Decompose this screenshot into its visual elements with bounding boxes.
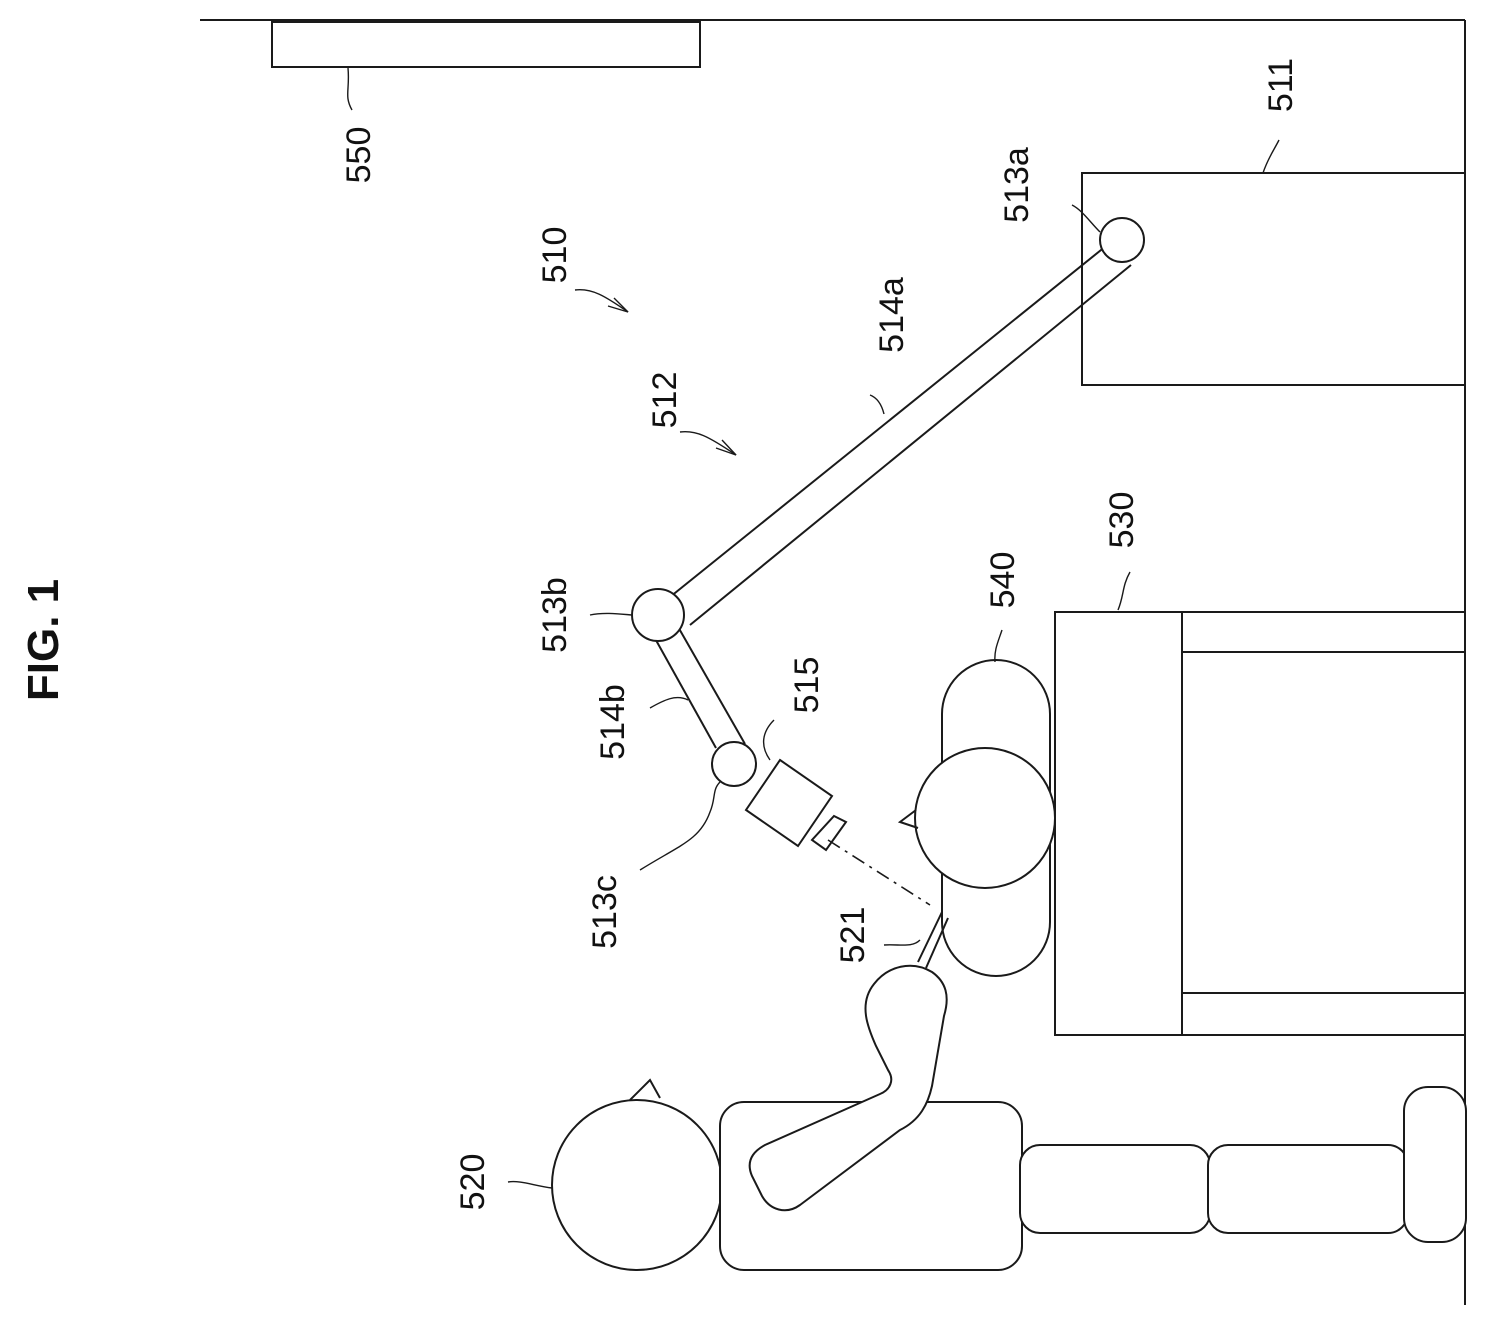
leader-540 — [995, 630, 1002, 662]
robot-base-511 — [1082, 173, 1465, 385]
optical-axis — [828, 840, 930, 905]
label-512: 512 — [646, 372, 684, 429]
label-521: 521 — [834, 907, 872, 964]
camera-515 — [746, 760, 846, 850]
label-514a: 514a — [873, 277, 911, 353]
patient-540 — [900, 660, 1055, 976]
label-513b: 513b — [536, 577, 574, 653]
operating-table-530 — [1055, 612, 1465, 1035]
label-513a: 513a — [998, 147, 1036, 223]
arrow-512 — [716, 440, 736, 455]
arm-link-514b — [652, 625, 745, 748]
leader-513c — [640, 782, 720, 870]
joint-513b — [632, 589, 684, 641]
leader-513a — [1072, 205, 1100, 232]
leader-515 — [764, 720, 774, 760]
leader-510 — [575, 290, 628, 312]
leader-520 — [508, 1182, 552, 1188]
ceiling-monitor-550 — [272, 22, 700, 67]
label-515: 515 — [788, 657, 826, 714]
leader-513b — [590, 613, 632, 615]
label-550: 550 — [340, 127, 378, 184]
label-540: 540 — [984, 552, 1022, 609]
leader-514a — [870, 395, 884, 414]
joint-513c — [712, 742, 756, 786]
leader-550 — [348, 68, 352, 110]
figure-title: FIG. 1 — [19, 579, 68, 701]
label-510: 510 — [536, 227, 574, 284]
leader-530 — [1118, 572, 1130, 610]
label-513c: 513c — [586, 875, 624, 949]
joint-513a — [1100, 218, 1144, 262]
leader-514b — [650, 698, 688, 708]
label-511: 511 — [1262, 58, 1300, 112]
label-530: 530 — [1103, 492, 1141, 549]
label-514b: 514b — [594, 684, 632, 760]
surgeon-520 — [552, 966, 1466, 1270]
leader-511 — [1263, 140, 1279, 173]
label-520: 520 — [454, 1154, 492, 1211]
leader-521 — [884, 940, 920, 945]
